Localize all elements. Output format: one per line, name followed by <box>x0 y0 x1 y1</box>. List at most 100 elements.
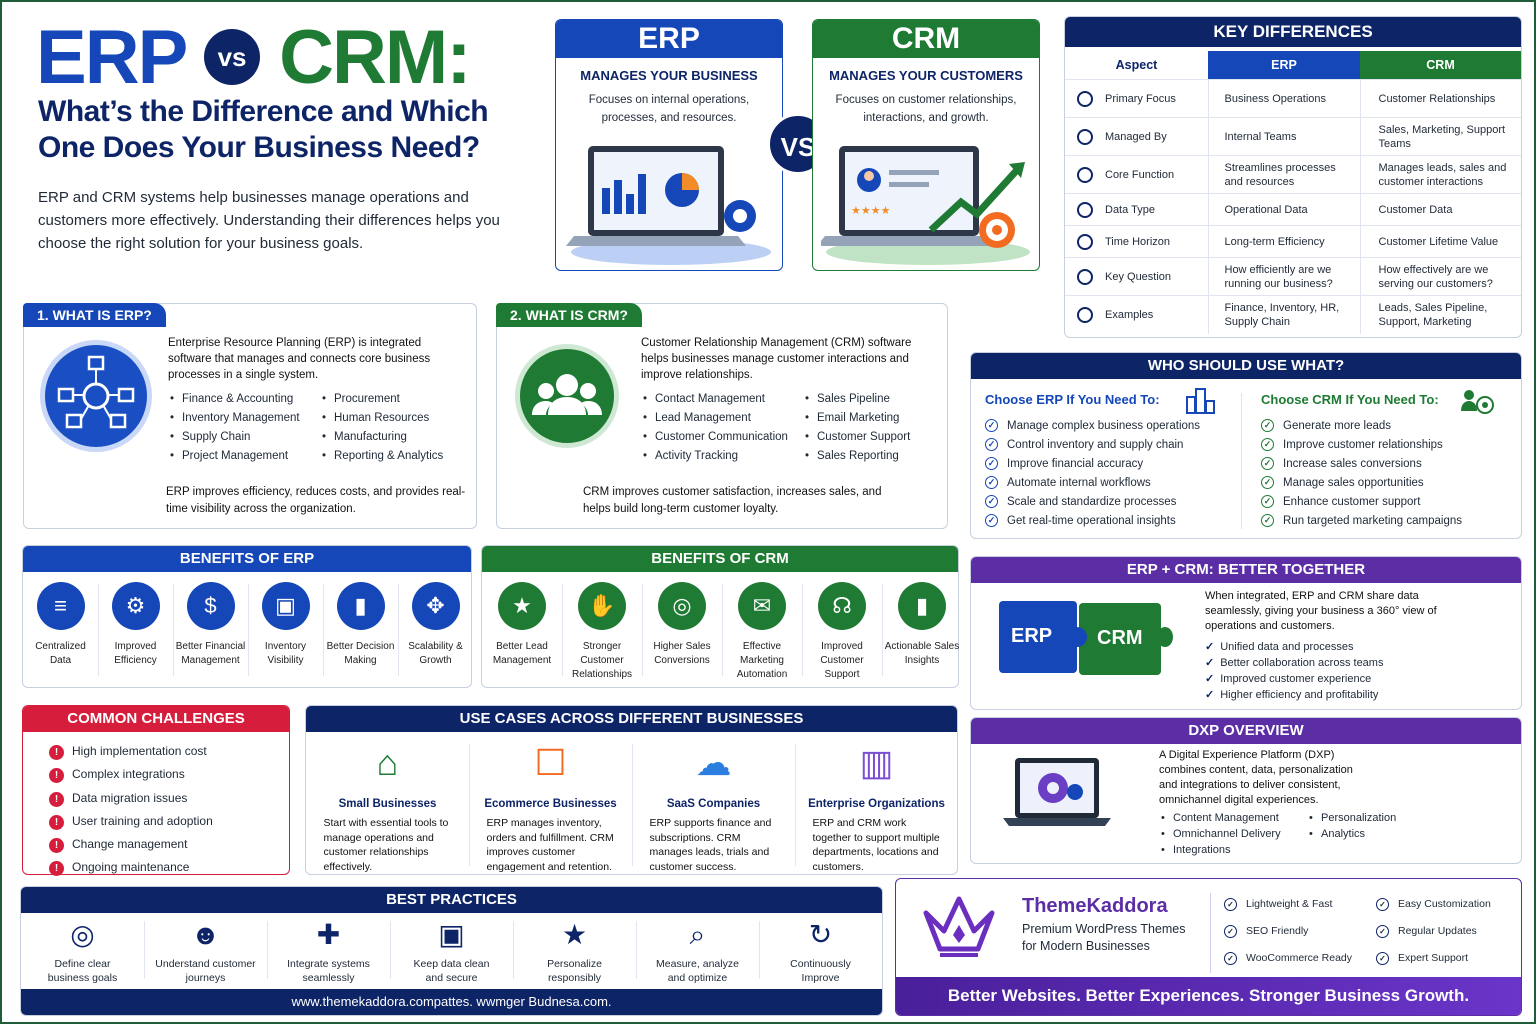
check-icon: ✓ <box>1376 897 1389 911</box>
mail-icon: ✉ <box>738 582 786 630</box>
user-star-icon: ★ <box>561 919 588 950</box>
best-practice-label-1: Personalize <box>547 958 602 970</box>
check-icon: ✓ <box>985 476 998 490</box>
list-item: ✓Generate more leads <box>1261 417 1462 436</box>
erp-card: ERP MANAGES YOUR BUSINESS Focuses on int… <box>555 19 783 271</box>
list-item-label: Unified data and processes <box>1220 641 1354 653</box>
better-together-desc: When integrated, ERP and CRM share data … <box>1205 590 1437 632</box>
benefit-label-2: Management <box>181 655 240 666</box>
users-icon <box>515 344 619 448</box>
better-together-title: ERP + CRM: BETTER TOGETHER <box>971 557 1521 583</box>
choose-crm-heading: Choose CRM If You Need To: <box>1261 392 1439 407</box>
kd-erp-cell: Internal Teams <box>1207 117 1360 156</box>
list-item: Customer Communication <box>641 428 788 447</box>
headset-icon: ☊ <box>818 582 866 630</box>
kd-erp-cell: Long-term Efficiency <box>1207 225 1360 258</box>
footer-url[interactable]: www.themekaddora.compattes. wwmger Budne… <box>21 989 882 1015</box>
choose-erp-heading: Choose ERP If You Need To: <box>985 392 1160 407</box>
divider <box>636 921 637 979</box>
list-item: Supply Chain <box>168 428 300 447</box>
what-is-crm-tag: 2. WHAT IS CRM? <box>496 303 642 327</box>
what-is-erp-tag: 1. WHAT IS ERP? <box>23 303 166 327</box>
divider <box>1210 893 1211 973</box>
check-icon: ✓ <box>985 457 998 471</box>
divider <box>390 921 391 979</box>
list-item-label: Get real-time operational insights <box>1007 515 1176 527</box>
benefits-crm-title: BENEFITS OF CRM <box>482 546 958 572</box>
kd-aspect: Core Function <box>1105 168 1175 181</box>
dollar-icon: $ <box>186 582 235 630</box>
brand-feature: ✓WooCommerce Ready <box>1224 951 1352 965</box>
benefit-label-1: Actionable Sales <box>884 641 960 652</box>
svg-text:★★★★: ★★★★ <box>851 204 891 217</box>
database-icon: ≡ <box>36 582 85 630</box>
kd-head-crm: CRM <box>1360 51 1521 79</box>
divider <box>173 584 174 676</box>
benefit-label-1: Improved <box>114 641 157 652</box>
building-icon <box>1186 388 1215 414</box>
kd-head-erp: ERP <box>1208 51 1360 79</box>
dxp-title: DXP OVERVIEW <box>971 718 1521 744</box>
brand-name: ThemeKaddora <box>1022 895 1168 917</box>
challenge-label: Data migration issues <box>72 790 188 805</box>
list-item-label: Run targeted marketing campaigns <box>1283 515 1462 527</box>
kd-erp-cell: Finance, Inventory, HR, Supply Chain <box>1207 295 1360 334</box>
check-icon: ✓ <box>1261 514 1274 528</box>
divider <box>722 584 723 676</box>
hero-subtitle-2: One Does Your Business Need? <box>38 131 480 164</box>
list-item: Procurement <box>320 390 443 409</box>
kd-aspect: Primary Focus <box>1105 92 1176 105</box>
best-practice-label-1: Measure, analyze <box>656 958 739 970</box>
hero-intro-2: customers more effectively. Understandin… <box>38 212 500 229</box>
divider <box>98 584 99 676</box>
list-item-label: Increase sales conversions <box>1283 458 1422 470</box>
what-is-crm-footer: CRM improves customer satisfaction, incr… <box>583 486 882 515</box>
best-practice-label-2: responsibly <box>547 972 602 984</box>
list-item: Contact Management <box>641 390 788 409</box>
user-target-icon <box>1461 390 1494 414</box>
benefit-label-1: Scalability & <box>408 641 463 652</box>
brand-feature-label: SEO Friendly <box>1246 925 1309 937</box>
crm-card-tag: MANAGES YOUR CUSTOMERS <box>829 68 1023 83</box>
check-icon: ✓ <box>1376 951 1389 965</box>
benefit-label-1: Inventory <box>264 641 307 652</box>
list-item: Reporting & Analytics <box>320 447 443 466</box>
benefit-label-2: Insights <box>904 655 940 666</box>
challenges-list: !High implementation cost!Complex integr… <box>49 740 213 880</box>
divider <box>144 921 145 979</box>
list-item: Manufacturing <box>320 428 443 447</box>
chart-icon: ▮ <box>898 582 946 630</box>
kd-crm-cell: Sales, Marketing, Support Teams <box>1359 117 1521 156</box>
aspect-icon <box>1077 268 1093 285</box>
warning-icon: ! <box>49 814 64 830</box>
list-item: ✓Manage complex business operations <box>985 417 1200 436</box>
brand-feature-label: Expert Support <box>1398 952 1469 964</box>
puzzle-erp-label: ERP <box>1011 625 1053 647</box>
kd-aspect: Examples <box>1105 308 1154 321</box>
hero-crm: CRM: <box>279 15 471 100</box>
expand-icon: ✥ <box>411 582 460 630</box>
use-case-name: Small Businesses <box>338 798 437 810</box>
who-title: WHO SHOULD USE WHAT? <box>971 353 1521 379</box>
list-item-label: Control inventory and supply chain <box>1007 439 1184 451</box>
dxp-list-2: PersonalizationAnalytics <box>1307 810 1396 842</box>
hero-intro-3: choose the right solution for your busin… <box>38 235 364 252</box>
erp-feature-list-2: ProcurementHuman ResourcesManufacturingR… <box>320 390 443 466</box>
check-icon: ✓ <box>985 419 998 433</box>
list-item: Activity Tracking <box>641 447 788 466</box>
list-item: Sales Reporting <box>803 447 910 466</box>
benefit-item: ✥Scalability &Growth <box>398 582 473 668</box>
list-item: Human Resources <box>320 409 443 428</box>
kd-aspect: Managed By <box>1105 130 1167 143</box>
cloud-icon: ☁ <box>695 742 732 783</box>
